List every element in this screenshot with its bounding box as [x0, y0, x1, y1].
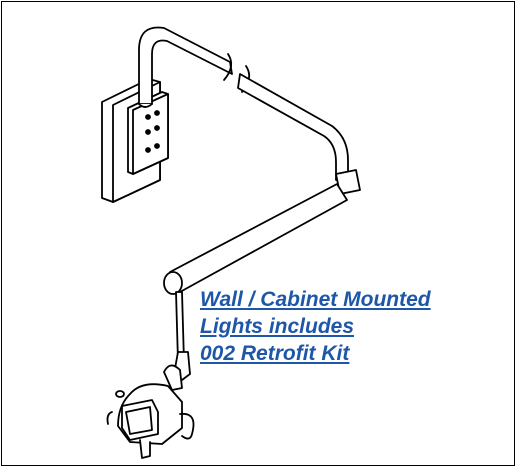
wall-mount-plate-icon: [101, 78, 169, 203]
articulating-arm-icon: [138, 26, 361, 381]
wall-cabinet-mounted-lights-link[interactable]: Wall / Cabinet Mounted Lights includes 0…: [200, 286, 431, 367]
wall-mounted-light-illustration: [101, 26, 361, 459]
caption-line-3: 002 Retrofit Kit: [200, 342, 350, 365]
dental-light-head-icon: [106, 364, 195, 459]
caption-line-1: Wall / Cabinet Mounted: [200, 288, 431, 311]
caption-line-2: Lights includes: [200, 315, 355, 338]
